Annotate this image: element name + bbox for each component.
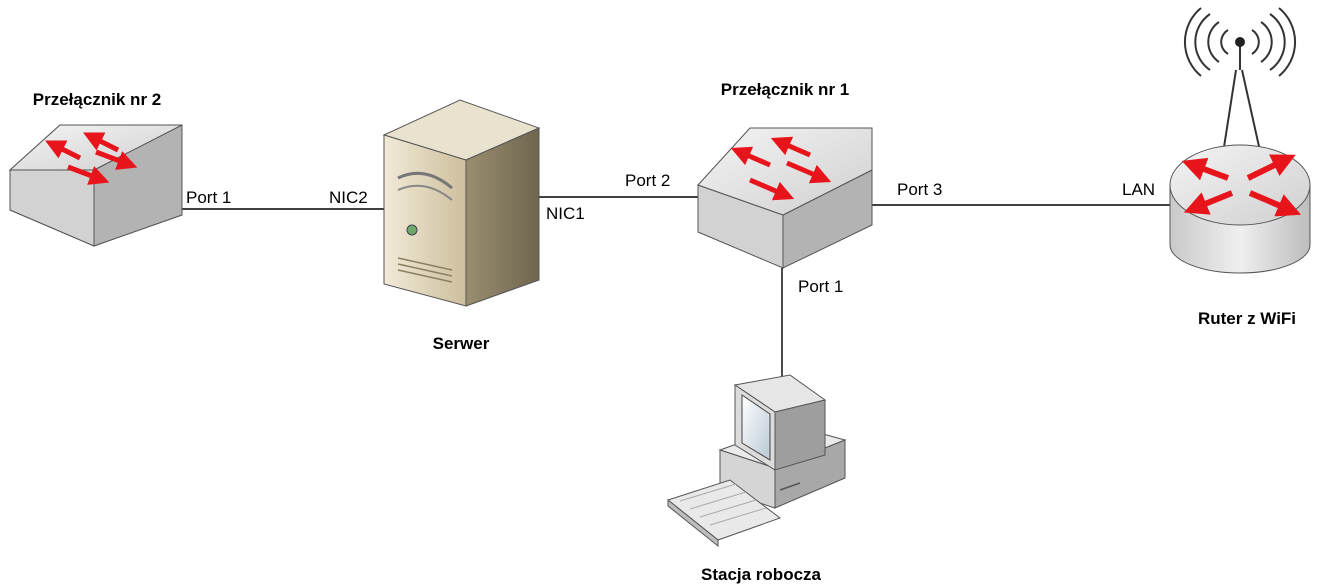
wifi-router-icon — [1169, 7, 1311, 274]
server-icon — [382, 99, 541, 307]
switch-2-title: Przełącznik nr 2 — [33, 90, 162, 109]
router-title: Ruter z WiFi — [1198, 309, 1296, 328]
port-label-switch1-port2: Port 2 — [625, 171, 670, 190]
server-title: Serwer — [433, 334, 490, 353]
port-label-server-nic1: NIC1 — [546, 204, 585, 223]
workstation-icon — [666, 374, 847, 548]
port-label-server-nic2: NIC2 — [329, 188, 368, 207]
port-label-switch1-port1: Port 1 — [798, 277, 843, 296]
port-label-switch1-port3: Port 3 — [897, 180, 942, 199]
workstation-title: Stacja robocza — [701, 565, 822, 584]
switch-1-title: Przełącznik nr 1 — [721, 80, 850, 99]
switch-2-icon — [8, 124, 183, 247]
port-label-switch2-port1: Port 1 — [186, 188, 231, 207]
port-label-router-lan: LAN — [1122, 180, 1155, 199]
switch-1-icon — [697, 127, 873, 269]
